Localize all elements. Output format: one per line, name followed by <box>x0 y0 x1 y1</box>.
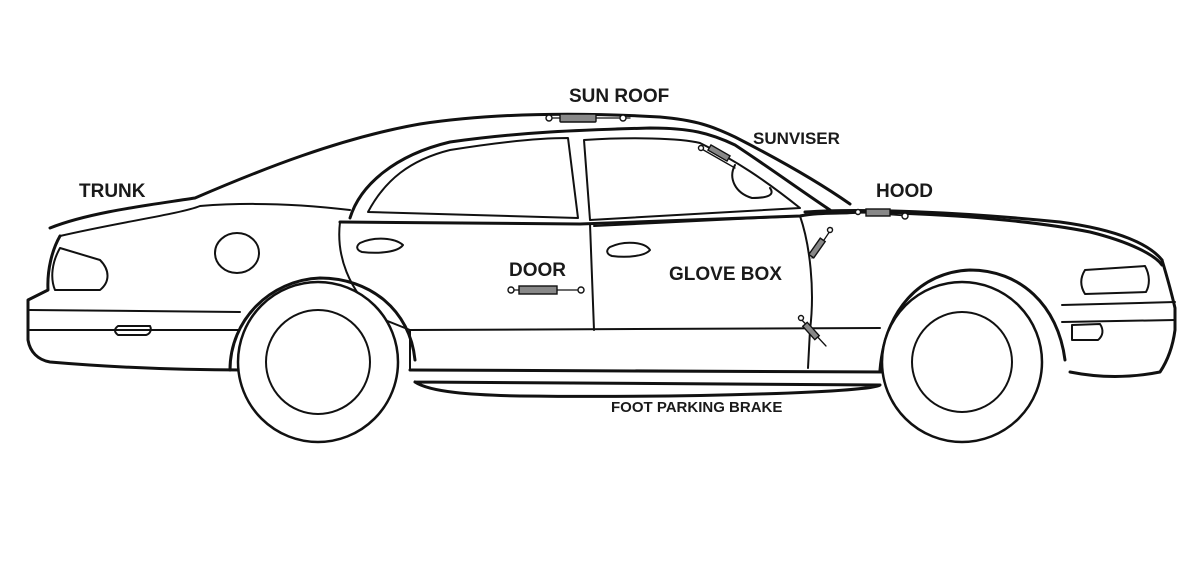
rear-door-handle <box>356 237 404 254</box>
front-rim <box>911 311 1013 413</box>
rear-reflector <box>114 325 152 336</box>
front-bumper <box>1068 258 1177 378</box>
trunk-label: TRUNK <box>79 181 146 202</box>
front-door-outline <box>593 215 813 369</box>
sunviser-label: SUNVISER <box>753 129 840 148</box>
sun-roof-label: SUN ROOF <box>569 86 670 107</box>
sun-roof-strut <box>545 113 631 123</box>
rear-rim <box>265 309 371 415</box>
rear-tire <box>236 280 400 444</box>
glove-box-label: GLOVE BOX <box>669 264 782 285</box>
trunk-deck <box>59 202 351 237</box>
glove-box-strut-lower <box>797 314 827 347</box>
headlight <box>1080 265 1150 295</box>
rear-end <box>26 234 247 372</box>
roof-line <box>48 112 852 230</box>
rear-bumper-strip <box>29 309 241 331</box>
window-frame <box>348 126 832 220</box>
rear-wheel-arch <box>228 276 417 372</box>
rocker-panel <box>408 368 892 398</box>
lower-door-line <box>409 327 881 331</box>
door-label: DOOR <box>509 260 566 281</box>
door-strut <box>507 285 585 295</box>
hood-label: HOOD <box>876 181 933 202</box>
sunviser-strut <box>697 143 736 169</box>
taillight <box>51 247 109 291</box>
hood-strut <box>854 208 909 220</box>
foot-parking-brake-label: FOOT PARKING BRAKE <box>611 399 783 416</box>
fog-light <box>1071 323 1104 341</box>
side-glass-outline <box>367 137 579 219</box>
front-door-handle <box>606 241 651 258</box>
sunvisor-shape <box>731 164 773 199</box>
glove-box-strut-upper <box>807 226 834 259</box>
front-tire <box>880 280 1044 444</box>
front-bumper-strip <box>1061 301 1176 323</box>
fuel-door <box>214 232 260 274</box>
front-glass-outline <box>583 137 801 221</box>
belt-line <box>338 210 1164 267</box>
